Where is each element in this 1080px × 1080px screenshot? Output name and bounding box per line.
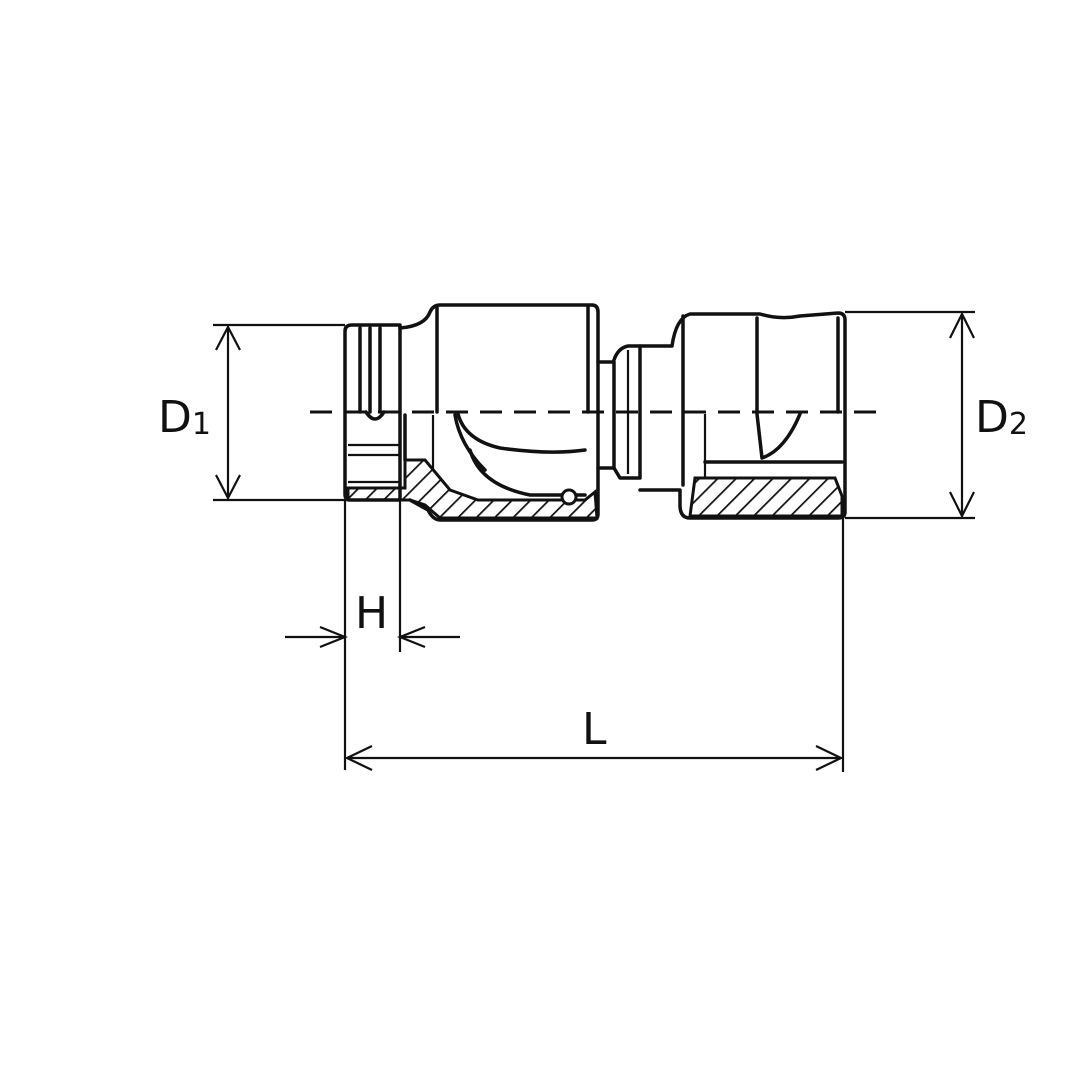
left-body (398, 303, 600, 522)
left-socket-end (343, 323, 407, 502)
right-body (638, 311, 847, 520)
d2-label: D2 (975, 392, 1028, 443)
l-label: L (582, 704, 607, 755)
neck-joint (596, 344, 642, 480)
d1-label: D1 (158, 392, 211, 443)
dimension-d2 (845, 310, 975, 520)
dimension-h (285, 500, 460, 770)
h-label: H (355, 588, 388, 639)
section-hatching (346, 458, 844, 520)
dimension-l (344, 518, 845, 772)
dimension-d1 (213, 323, 345, 502)
